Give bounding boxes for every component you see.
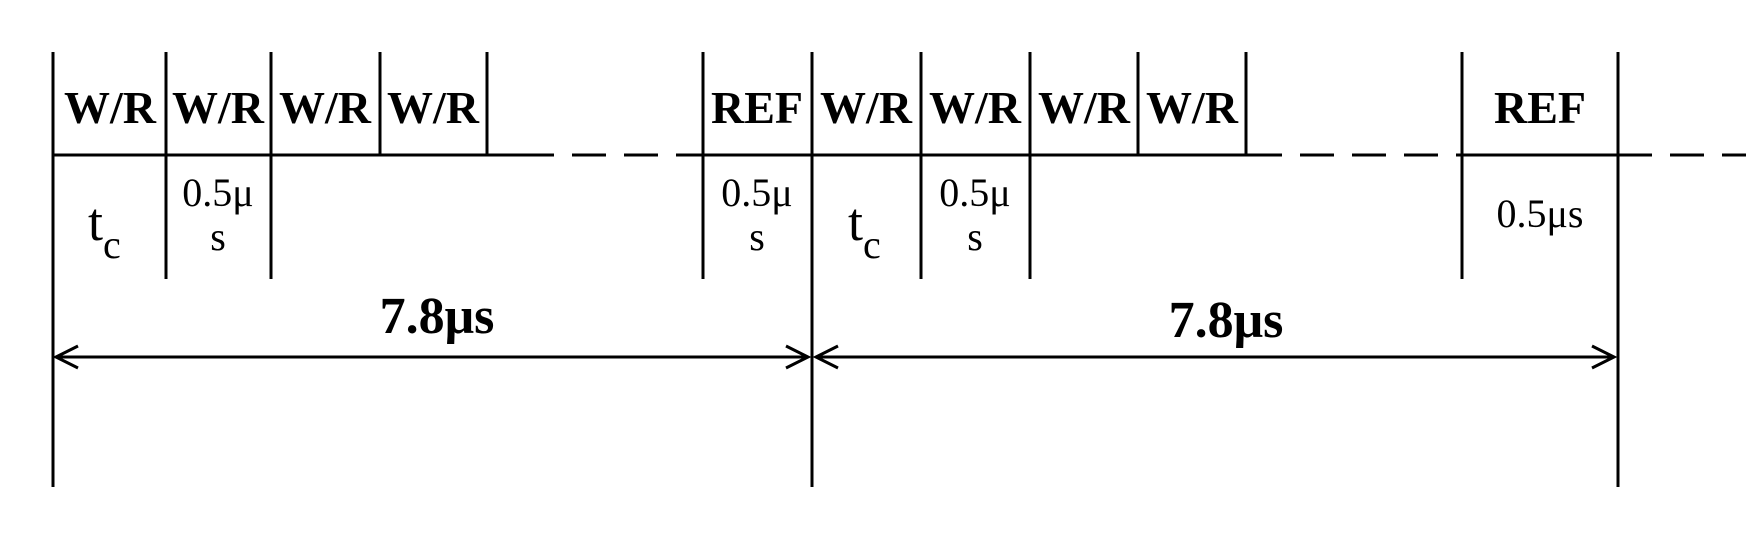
duration-label-bottom: s [749, 214, 765, 259]
duration-label-top: 0.5μ [182, 170, 253, 215]
duration-label-bottom: s [967, 214, 983, 259]
period-markers: 7.8μs 7.8μs [51, 155, 1620, 487]
cell-label-wr: W/R [820, 82, 913, 133]
duration-row: tc tc 0.5μ s 0.5μ s 0.5μ s 0.5μs [88, 155, 1584, 279]
cell-label-wr: W/R [1146, 82, 1239, 133]
arrowhead-left [52, 344, 79, 370]
duration-label-top: 0.5μ [939, 170, 1010, 215]
arrowhead-right [785, 344, 812, 370]
cell-label-wr: W/R [1038, 82, 1131, 133]
tc-label: tc [88, 192, 121, 267]
arrowhead-left [812, 344, 839, 370]
ref-duration-label: 0.5μs [1496, 191, 1583, 236]
duration-label-bottom: s [210, 214, 226, 259]
duration-label-top: 0.5μ [721, 170, 792, 215]
cell-label-wr: W/R [172, 82, 265, 133]
cell-label-wr: W/R [279, 82, 372, 133]
cell-label-ref: REF [1494, 82, 1586, 133]
command-row: W/R W/R W/R W/R REF W/R W/R W/R W/R REF [51, 52, 1746, 157]
cell-label-wr: W/R [64, 82, 157, 133]
arrowhead-right [1591, 344, 1618, 370]
period-label: 7.8μs [1169, 292, 1284, 349]
cell-label-wr: W/R [387, 82, 480, 133]
period-label: 7.8μs [380, 288, 495, 345]
cell-label-wr: W/R [929, 82, 1022, 133]
tc-label: tc [848, 192, 881, 267]
cell-label-ref: REF [711, 82, 803, 133]
